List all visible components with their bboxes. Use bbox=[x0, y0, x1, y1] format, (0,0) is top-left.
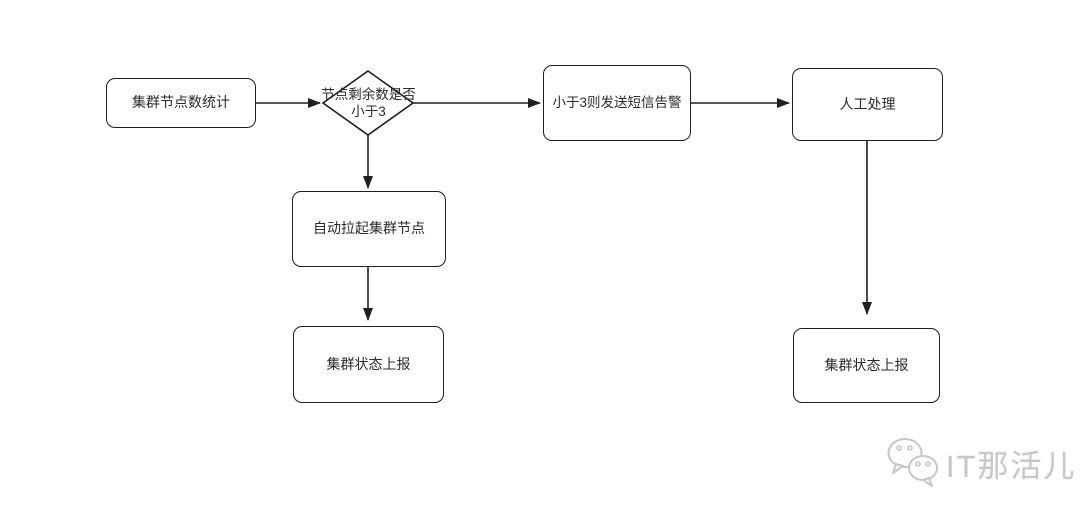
wechat-icon bbox=[887, 438, 938, 487]
node-label: 集群状态上报 bbox=[326, 355, 411, 372]
watermark-text: IT那活儿 bbox=[946, 448, 1077, 484]
node-sms-alert: 小于3则发送短信告警 bbox=[543, 65, 691, 141]
node-label: 小于3则发送短信告警 bbox=[552, 94, 682, 110]
node-label: 集群节点数统计 bbox=[132, 94, 230, 111]
watermark: IT那活儿 bbox=[884, 436, 1077, 490]
node-label: 人工处理 bbox=[839, 95, 896, 112]
node-cluster-status-report-left: 集群状态上报 bbox=[293, 326, 444, 403]
node-label: 集群状态上报 bbox=[824, 356, 909, 373]
node-remaining-lt3-decision-label: 节点剩余数是否小于3 bbox=[321, 87, 416, 119]
node-manual-handle: 人工处理 bbox=[792, 68, 943, 141]
node-label: 自动拉起集群节点 bbox=[313, 220, 425, 237]
node-auto-pull-cluster-node: 自动拉起集群节点 bbox=[292, 191, 446, 267]
node-cluster-status-report-right: 集群状态上报 bbox=[793, 328, 940, 403]
node-cluster-node-count: 集群节点数统计 bbox=[106, 78, 256, 128]
